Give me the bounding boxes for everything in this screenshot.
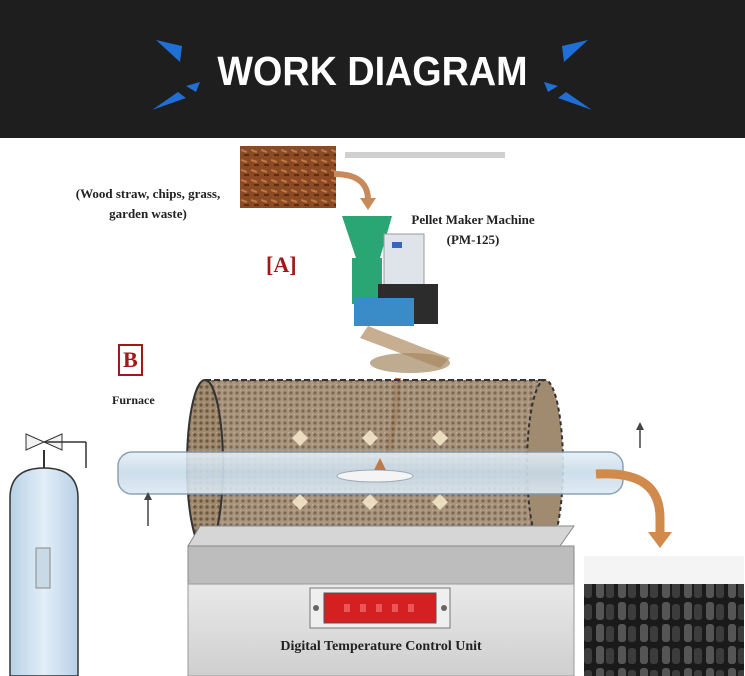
charcoal-output-image [584,556,744,676]
control-unit-label: Digital Temperature Control Unit [280,639,482,654]
raw-material-image [240,146,336,208]
pellet-machine [342,216,450,373]
feed-arrow [333,171,376,210]
faint-caption-marks [345,152,505,158]
reactor-pipe [117,451,624,495]
gas-tank [9,433,87,676]
left-chevron-decoration [152,40,200,110]
section-a-label: [A] [266,252,297,277]
header-banner: WORK DIAGRAM [0,0,745,138]
section-b-label: B [118,344,143,376]
outlet-pipe [595,422,672,548]
pellet-machine-label: Pellet Maker Machine (PM-125) [411,212,535,247]
work-diagram: (Wood straw, chips, grass, garden waste)… [0,138,745,676]
furnace-label: Furnace [112,393,155,407]
diagram-illustration [9,146,744,676]
raw-material-label: (Wood straw, chips, grass, garden waste) [75,186,221,221]
control-base [187,525,575,676]
inlet-arrow [144,492,152,526]
page-title: WORK DIAGRAM [217,48,528,94]
right-chevron-decoration [544,40,592,110]
